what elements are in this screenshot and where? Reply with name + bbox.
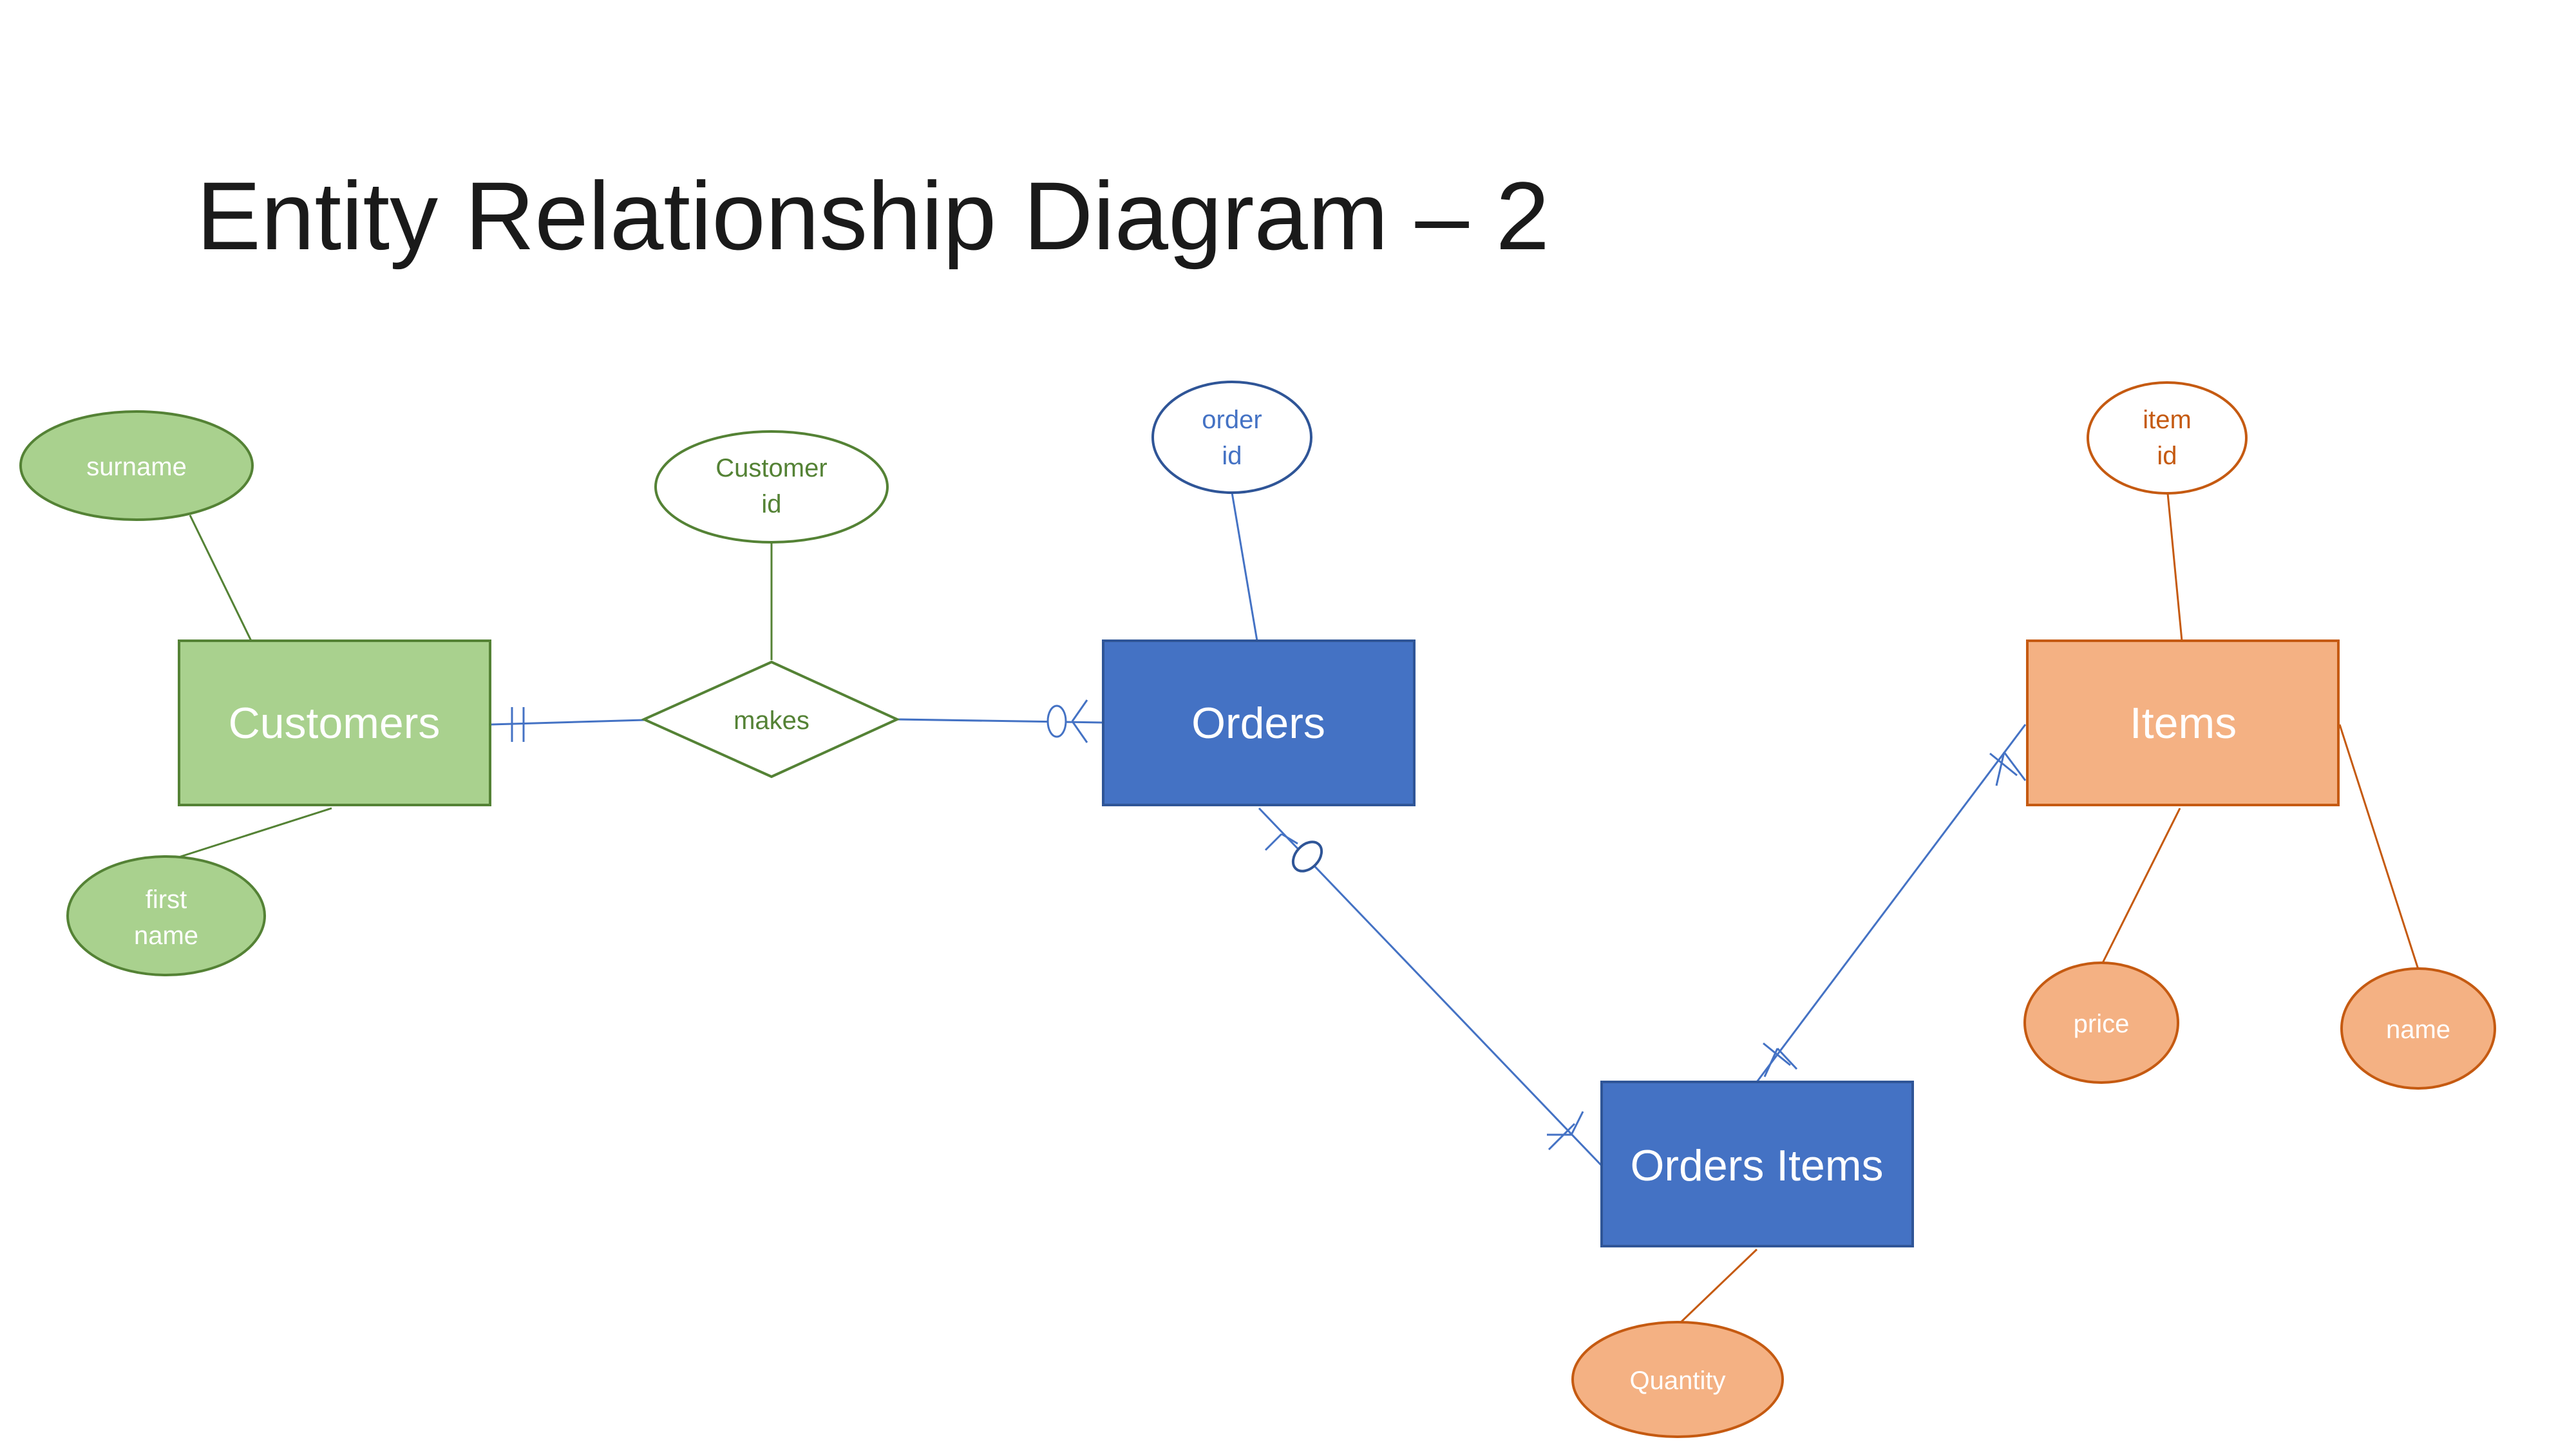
relationship-makes[interactable]: makes: [641, 660, 900, 779]
entity-orders-label: Orders: [1191, 699, 1325, 748]
one-tick-items-a: [1989, 752, 2018, 777]
zero-or-many-circle-orders: [1291, 840, 1323, 873]
crowfoot-orders-items-b: [1570, 1111, 1584, 1135]
attribute-order-id[interactable]: order id: [1151, 381, 1312, 494]
entity-customers[interactable]: Customers: [178, 639, 491, 806]
entity-items[interactable]: Items: [2026, 639, 2340, 806]
attribute-quantity-label: Quantity: [1630, 1367, 1726, 1395]
line-customers-makes: [489, 719, 645, 726]
attribute-first-name-line-2: name: [134, 922, 198, 950]
attribute-item-id-line-1: item: [2143, 406, 2192, 434]
connector-surname-customers: [189, 515, 252, 641]
attribute-customer-id[interactable]: Customer id: [654, 430, 889, 544]
attribute-item-id-line-2: id: [2157, 442, 2177, 470]
connector-name-items: [2338, 724, 2420, 970]
attribute-customer-id-line-2: id: [761, 490, 781, 518]
attribute-order-id-line-1: order: [1202, 406, 1262, 434]
attribute-surname-label: surname: [86, 453, 187, 481]
one-tick-orders-items: [1548, 1122, 1576, 1151]
crowfoot-orders-top: [1071, 699, 1088, 722]
entity-orders-items[interactable]: Orders Items: [1600, 1081, 1914, 1247]
attribute-first-name-line-1: first: [146, 886, 187, 914]
attribute-customer-id-line-1: Customer: [715, 454, 827, 482]
crowfoot-items-a: [2003, 752, 2027, 781]
crowfoot-items-b: [1995, 752, 2005, 786]
line-makes-orders: [896, 718, 1104, 724]
connector-item-id-items: [2166, 493, 2183, 641]
attribute-surname[interactable]: surname: [19, 410, 254, 521]
attribute-price-label: price: [2074, 1010, 2130, 1038]
attribute-order-id-line-2: id: [1222, 442, 1242, 470]
entity-customers-label: Customers: [229, 699, 440, 748]
entity-orders-items-label: Orders Items: [1631, 1141, 1884, 1190]
crowfoot-orders-end-a: [1264, 833, 1283, 851]
crowfoot-orders-end-b: [1281, 833, 1298, 845]
crowfoot-orders-items-d: [1776, 1047, 1798, 1070]
attribute-first-name[interactable]: first name: [66, 855, 266, 976]
relationship-connectors: [489, 699, 2027, 1167]
crowfoot-orders-bottom: [1071, 721, 1088, 743]
entity-items-label: Items: [2130, 699, 2237, 748]
attribute-connectors: [170, 492, 2420, 1325]
attribute-name-label: name: [2386, 1016, 2450, 1044]
connector-first-name-customers: [170, 807, 332, 861]
one-tick-orders-items-b: [1763, 1042, 1791, 1066]
page-title: Entity Relationship Diagram – 2: [196, 162, 1550, 270]
attribute-quantity[interactable]: Quantity: [1571, 1321, 1784, 1438]
connector-price-items: [2101, 808, 2181, 963]
zero-or-many-circle: [1046, 705, 1067, 738]
attribute-name[interactable]: name: [2340, 967, 2496, 1090]
line-orders-items-items: [1756, 724, 2027, 1083]
connector-order-id-orders: [1231, 492, 1258, 641]
line-orders-orders-items: [1258, 807, 1603, 1167]
crowfoot-orders-items-c: [1763, 1048, 1779, 1077]
entity-orders[interactable]: Orders: [1102, 639, 1416, 806]
attribute-price[interactable]: price: [2023, 961, 2179, 1084]
attribute-item-id[interactable]: item id: [2087, 381, 2248, 495]
relationship-makes-label: makes: [734, 706, 810, 735]
connector-quantity-orders-items: [1678, 1248, 1758, 1325]
